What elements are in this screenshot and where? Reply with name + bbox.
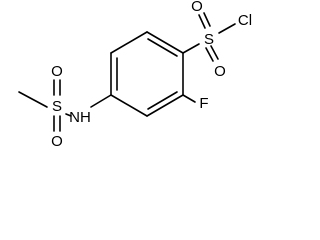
- atom-oxygen-left-bottom: O: [51, 133, 63, 148]
- bond-ring-f: [182, 94, 196, 103]
- bond-ring-nh: [90, 94, 112, 108]
- ring-bond-c4-c5: [110, 94, 148, 117]
- bond-s-right-o-bottom-a: [205, 47, 214, 62]
- bonds: [18, 12, 236, 132]
- bond-ring-s-right: [182, 43, 200, 54]
- molecule-diagram: S Cl O O F NH S O O: [18, 0, 252, 148]
- atom-labels: S Cl O O F NH S O O: [51, 0, 252, 148]
- bond-s-right-cl: [218, 23, 236, 34]
- bond-s-right-o-top-b: [203, 12, 211, 27]
- atom-sulfur-right: S: [204, 31, 214, 48]
- atom-oxygen-right-bottom: O: [214, 63, 226, 80]
- atom-fluorine: F: [199, 95, 208, 112]
- ring-bond-c3-c4: [146, 94, 184, 117]
- atom-chlorine: Cl: [238, 12, 252, 29]
- bond-s-left-ch3: [18, 91, 48, 108]
- structure-canvas: S Cl O O F NH S O O: [0, 0, 258, 148]
- atom-oxygen-left-top: O: [51, 63, 63, 80]
- bond-s-right-o-bottom-b: [210, 45, 219, 60]
- ring-double-c3-c4: [147, 91, 178, 110]
- atom-sulfur-left: S: [52, 98, 62, 115]
- ring-bond-c6-c1: [110, 31, 148, 54]
- ring-bond-c1-c2: [146, 31, 184, 54]
- atom-nitrogen-h: NH: [69, 109, 91, 126]
- bond-s-right-o-top-a: [198, 14, 206, 29]
- bond-nh-s-left: [65, 113, 72, 117]
- atom-oxygen-right-top: O: [191, 0, 203, 15]
- ring-double-c1-c2: [147, 38, 178, 57]
